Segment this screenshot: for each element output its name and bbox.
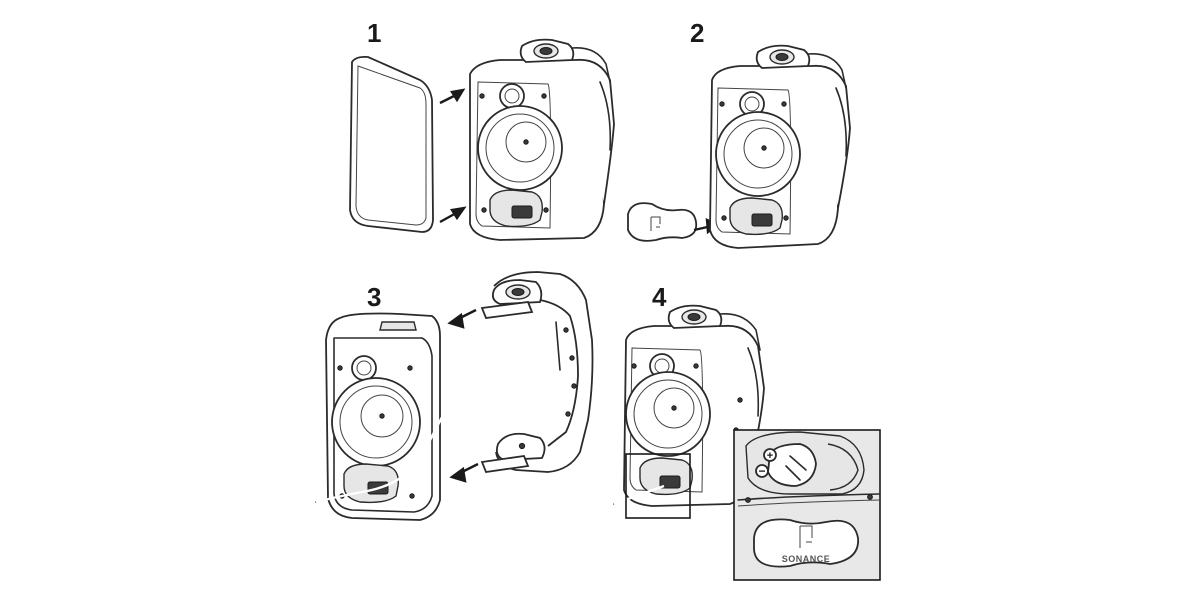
step-1-panel: 1 xyxy=(349,18,615,241)
terminal-detail-inset: + − SONANCE xyxy=(733,429,881,581)
step-1-label: 1 xyxy=(367,18,381,48)
terminal-cover-plate xyxy=(627,202,698,242)
arrow-grille-bottom xyxy=(439,206,467,224)
speaker-enclosure-3 xyxy=(325,312,441,521)
arrow-grille-top xyxy=(439,88,466,105)
speaker-enclosure-2 xyxy=(709,44,851,249)
speaker-enclosure-1 xyxy=(469,38,615,241)
sonance-logo-text: SONANCE xyxy=(782,554,831,564)
positive-terminal-label: + xyxy=(767,450,773,462)
terminal-cover-plate-detail: SONANCE xyxy=(753,518,859,568)
arrow-bracket-bottom xyxy=(449,462,479,483)
step-3-label: 3 xyxy=(367,282,381,312)
step-2-label: 2 xyxy=(690,18,704,48)
step-2-panel: 2 xyxy=(627,18,851,249)
step-3-panel: 3 xyxy=(315,271,594,521)
speaker-grille xyxy=(349,55,434,233)
negative-terminal-label: − xyxy=(758,464,765,478)
detail-highlight-box xyxy=(625,453,691,519)
mounting-bracket xyxy=(480,271,594,473)
terminal-connector: + − xyxy=(755,443,817,487)
arrow-bracket-top xyxy=(447,308,477,329)
step-4-panel: 4 xyxy=(613,282,881,581)
step-4-label: 4 xyxy=(652,282,667,312)
